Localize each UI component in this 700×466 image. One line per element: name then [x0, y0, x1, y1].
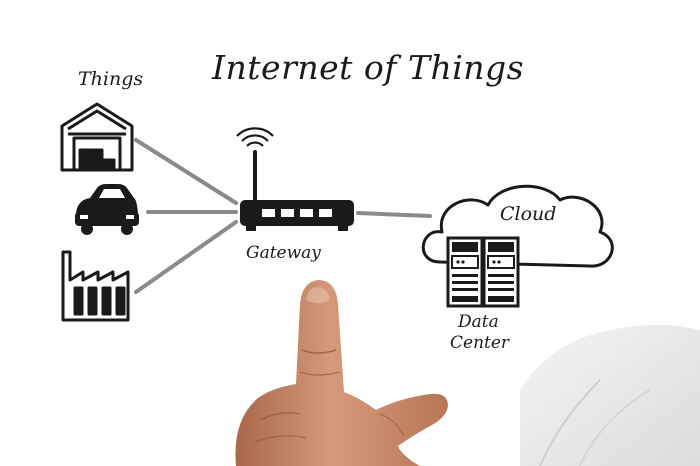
gateway-label: Gateway — [246, 243, 321, 263]
factory-icon — [61, 250, 130, 322]
connector-gateway-cloud — [356, 211, 432, 218]
things-label: Things — [78, 68, 144, 90]
car-icon — [75, 184, 139, 235]
diagram-title: Internet of Things — [212, 48, 525, 87]
connector-warehouse-gateway — [134, 138, 238, 205]
connector-factory-gateway — [134, 220, 238, 294]
data-center-label-line1: Data — [458, 312, 499, 332]
cloud-label: Cloud — [500, 203, 557, 225]
server-icon — [446, 236, 520, 308]
connector-lines — [134, 138, 432, 294]
data-center-label-line2: Center — [450, 333, 510, 353]
router-icon — [236, 127, 354, 231]
warehouse-icon — [60, 102, 134, 172]
hand-icon — [235, 280, 700, 466]
